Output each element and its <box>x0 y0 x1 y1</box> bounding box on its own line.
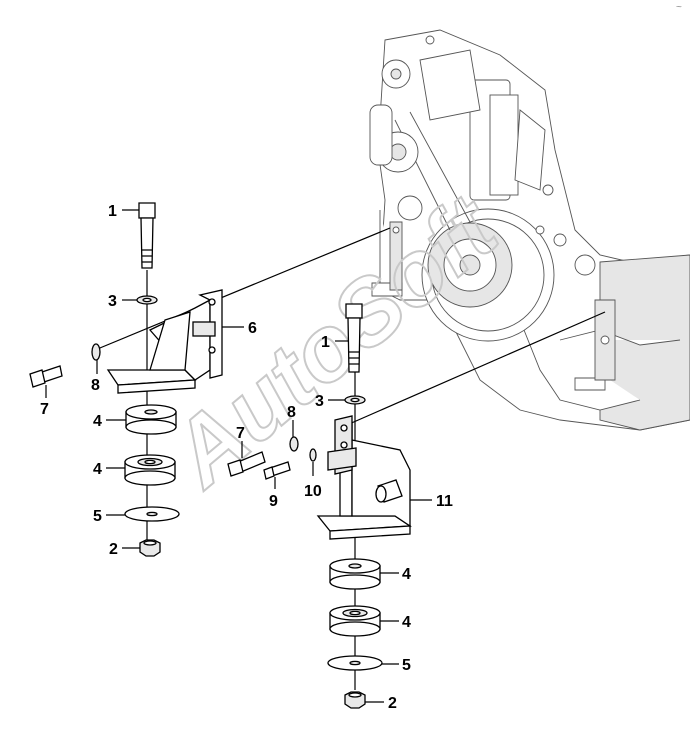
callout-left-screw-washer: 8 <box>91 377 100 394</box>
right-small-washer <box>309 448 317 462</box>
callout-right-screw-washer: 8 <box>287 404 296 421</box>
callout-right-nut: 2 <box>388 695 397 712</box>
left-screw <box>29 365 63 388</box>
callout-right-small-washer: 10 <box>304 483 322 500</box>
callout-left-cushion-lower: 4 <box>93 461 102 478</box>
right-bolt <box>345 303 363 373</box>
engine-block <box>369 29 690 431</box>
callout-right-screw: 7 <box>236 425 245 442</box>
right-cushion-upper <box>329 558 381 590</box>
corner-mark: ~ <box>676 2 682 13</box>
right-small-screw <box>263 461 291 480</box>
right-nut <box>344 691 366 709</box>
left-screw-washer <box>91 343 101 361</box>
left-bolt <box>138 202 156 269</box>
callout-left-nut: 2 <box>109 541 118 558</box>
right-bracket <box>316 415 412 540</box>
left-bracket <box>106 289 223 394</box>
right-screw-washer <box>289 436 299 452</box>
callout-left-washer: 3 <box>108 293 117 310</box>
left-cushion-lower <box>124 454 176 486</box>
right-mount-assembly <box>227 303 412 709</box>
left-mount-assembly <box>29 202 223 557</box>
left-nut <box>139 539 161 557</box>
callouts-left: 1 3 6 7 8 4 4 5 2 <box>40 203 257 558</box>
callout-right-washer: 3 <box>315 393 324 410</box>
callout-right-bolt: 1 <box>321 334 330 351</box>
callout-right-cushion-upper: 4 <box>402 566 411 583</box>
callout-left-bolt: 1 <box>108 203 117 220</box>
callout-left-plate-washer: 5 <box>93 508 102 525</box>
callouts-right: 1 3 7 8 9 10 11 4 4 5 2 <box>236 334 453 712</box>
callout-left-bracket: 6 <box>248 320 257 337</box>
callout-left-screw: 7 <box>40 401 49 418</box>
callout-right-small-screw: 9 <box>269 493 278 510</box>
right-cushion-lower <box>329 605 381 637</box>
callout-right-bracket: 11 <box>436 493 453 510</box>
right-screw <box>227 451 266 477</box>
callout-left-cushion-upper: 4 <box>93 413 102 430</box>
callout-right-plate-washer: 5 <box>402 657 411 674</box>
left-cushion-upper <box>125 404 177 435</box>
callout-right-cushion-lower: 4 <box>402 614 411 631</box>
